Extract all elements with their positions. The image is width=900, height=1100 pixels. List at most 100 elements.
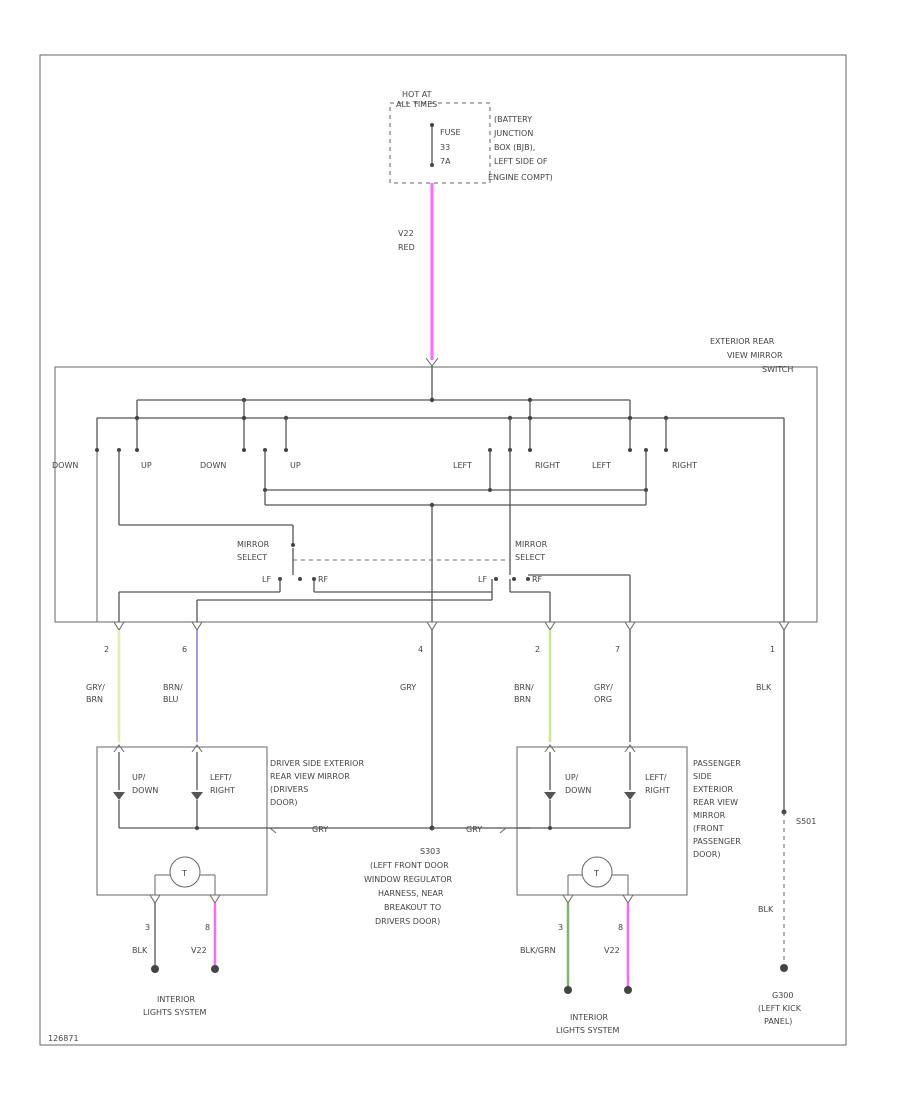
wire-label-2a: BRN/ [163,683,183,692]
wire-label-1b: BRN [86,695,103,704]
fuse-desc-2: JUNCTION [493,129,533,138]
driver-label-4: DOOR) [270,798,297,807]
contact-label-down-2: DOWN [200,461,226,470]
contacts-row [95,448,668,530]
fuse-label: FUSE [440,128,461,137]
passenger-label-7: PASSENGER [693,837,741,846]
fuse-desc-3: BOX (BJB), [494,143,535,152]
all-times-label: ALL TIMES [396,100,437,109]
mbus-dot-2 [488,488,492,492]
passenger-label-4: REAR VIEW [693,798,738,807]
pin-5: 7 [615,645,620,654]
ground-label-1: G300 [772,991,793,1000]
mirror-select-right-2: SELECT [515,553,545,562]
fuse-top-dot [430,123,434,127]
driver-leftright-motor-icon [191,792,203,800]
splice-s303-5: BREAKOUT TO [384,903,441,912]
passenger-leftright-2: RIGHT [645,786,670,795]
pin-1: 2 [104,645,109,654]
fuse-desc-1: (BATTERY [494,115,532,124]
pin-2: 6 [182,645,187,654]
wire-label-5a: GRY/ [594,683,613,692]
passenger-label-1: PASSENGER [693,759,741,768]
passenger-gry-label: GRY [466,825,482,834]
splice-s303-4: HARNESS, NEAR [378,889,444,898]
driver-wire-b: V22 [191,946,207,955]
hot-at-label: HOT AT [402,90,432,99]
contact-label-right-2: RIGHT [672,461,697,470]
splice-s303-2: (LEFT FRONT DOOR [370,861,449,870]
driver-mirror-outline [96,746,268,896]
passenger-term-b [624,986,632,994]
passenger-label-5: MIRROR [693,811,726,820]
passenger-term-a [564,986,572,994]
passenger-label-8: DOOR) [693,850,720,859]
svg-text:T: T [181,869,187,878]
sbus-dot-6 [627,415,633,421]
passenger-lights-1: INTERIOR [570,1013,609,1022]
fuse-desc-5: ENGINE COMPT) [488,173,553,182]
wire-label-5b: ORG [594,695,612,704]
switch-outline [54,366,818,623]
passenger-pin-a: 3 [558,923,563,932]
fuse-number: 33 [440,143,450,152]
select-right-lf: LF [478,575,487,584]
select-left-rf: RF [318,575,329,584]
contact-label-left-1: LEFT [453,461,472,470]
driver-updown-motor-icon [113,792,125,800]
contact-label-up-1: UP [141,461,152,470]
outer-frame [39,54,847,1046]
wire-label-1a: GRY/ [86,683,105,692]
driver-term-b [211,965,219,973]
contact-label-down-1: DOWN [52,461,78,470]
driver-label-3: (DRIVERS [270,785,308,794]
passenger-heater-icon [581,856,613,888]
pin-6: 1 [770,645,775,654]
contact-label-up-2: UP [290,461,301,470]
wire-label-2b: BLU [163,695,179,704]
driver-updown-2: DOWN [132,786,158,795]
splice-s303-1: S303 [420,847,440,856]
passenger-updown-1: UP/ [565,773,579,782]
driver-term-a [151,965,159,973]
pin-4: 2 [535,645,540,654]
driver-mirror: UP/ DOWN LEFT/ RIGHT DRIVER SIDE EXTERIO… [96,744,432,1017]
ground-wire-label: BLK [758,905,774,914]
switch-name-1: EXTERIOR REAR [710,337,775,346]
switch-name-2: VIEW MIRROR [727,351,783,360]
select-left-lf: LF [262,575,271,584]
feed-wire-color: RED [398,243,415,252]
driver-label-1: DRIVER SIDE EXTERIOR [270,759,364,768]
splice-s303-6: DRIVERS DOOR) [375,917,440,926]
driver-wire-a: BLK [132,946,148,955]
driver-leftright-2: RIGHT [210,786,235,795]
ground-terminal [780,964,788,972]
fuse-block: HOT AT ALL TIMES FUSE 33 7A (BATTERY JUN… [389,90,553,184]
fuse-desc-4: LEFT SIDE OF [494,157,548,166]
driver-heater-icon [169,856,201,888]
wire-label-6a: BLK [756,683,772,692]
driver-lights-2: LIGHTS SYSTEM [143,1008,207,1017]
driver-label-2: REAR VIEW MIRROR [270,772,350,781]
mirror-select-left-1: MIRROR [237,540,270,549]
passenger-wire-b: V22 [604,946,620,955]
passenger-mirror-outline [516,746,688,896]
ground-label-3: PANEL) [764,1017,792,1026]
mirror-select-left-2: SELECT [237,553,267,562]
passenger-leftright-1: LEFT/ [645,773,667,782]
contact-label-right-1: RIGHT [535,461,560,470]
sbus-dot-2 [241,415,247,421]
select-right-rf: RF [532,575,543,584]
fuse-bottom-dot [430,163,434,167]
passenger-label-6: (FRONT [693,824,724,833]
driver-pin-b: 8 [205,923,210,932]
passenger-updown-2: DOWN [565,786,591,795]
driver-pin-a: 3 [145,923,150,932]
passenger-leftright-motor-icon [624,792,636,800]
pin-3: 4 [418,645,423,654]
wire-label-3a: GRY [400,683,416,692]
splice-s303-3: WINDOW REGULATOR [364,875,453,884]
output-connectors [113,621,790,631]
